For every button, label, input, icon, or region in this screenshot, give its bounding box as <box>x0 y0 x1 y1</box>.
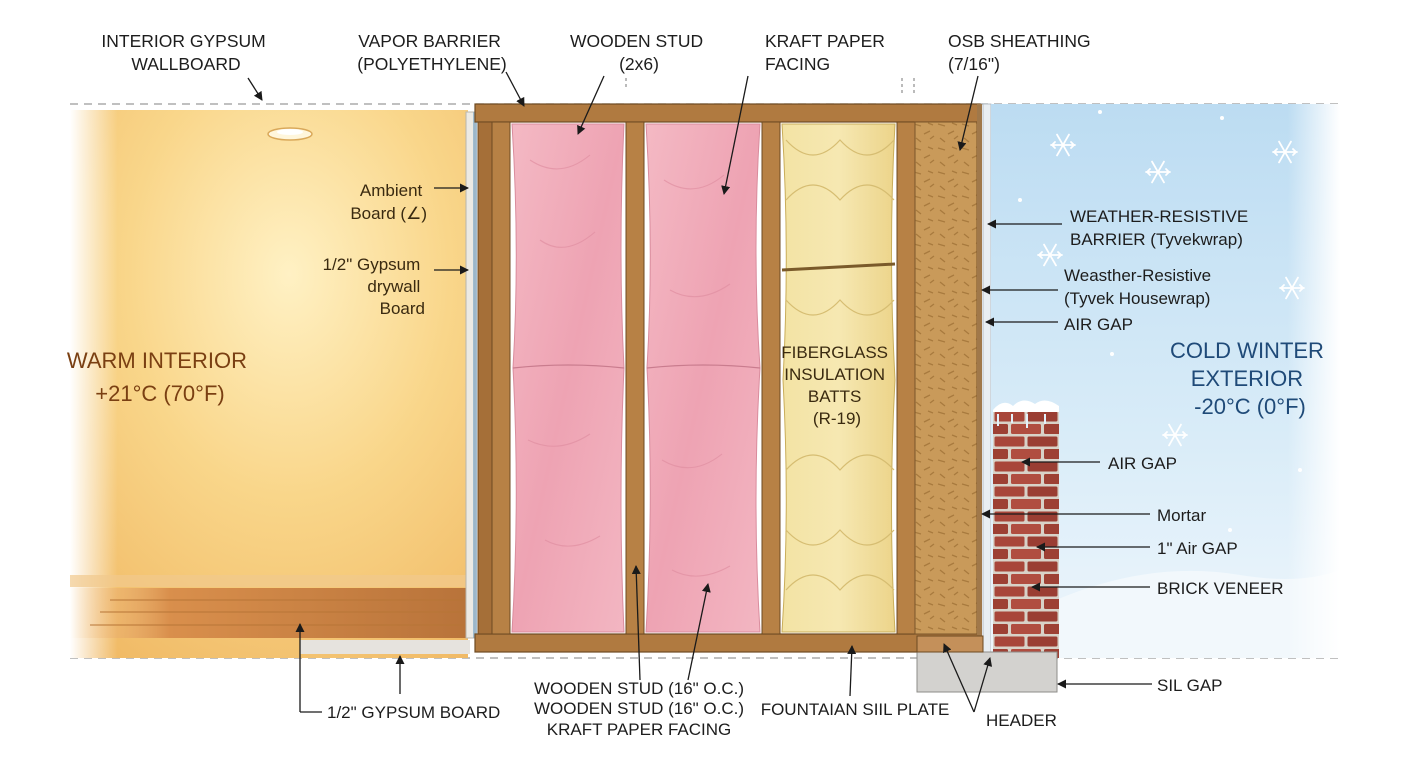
ceiling-light-icon <box>267 127 313 141</box>
label-wrb-caps: WEATHER-RESISTIVE BARRIER (Tyvekwrap) <box>1070 207 1253 249</box>
label-warm-interior: WARM INTERIOR +21°C (70°F) <box>67 348 253 406</box>
label-mortar: Mortar <box>1157 506 1206 525</box>
warm-interior-room <box>70 110 470 658</box>
label-stud-oc-1: WOODEN STUD (16" O.C.) <box>534 679 744 698</box>
label-one-inch-air-gap: 1" Air GAP <box>1157 539 1238 558</box>
top-labels: INTERIOR GYPSUM WALLBOARD VAPOR BARRIER … <box>101 31 1096 74</box>
label-air-gap-2: AIR GAP <box>1108 454 1177 473</box>
center-labels: FIBERGLASS INSULATION BATTS (R-19) <box>781 343 893 428</box>
leader-lines <box>247 71 1152 713</box>
left-labels: Ambient Board (∠) 1/2" Gypsum drywall Bo… <box>67 181 427 406</box>
label-kraft-paper-top: KRAFT PAPER FACING <box>765 31 890 74</box>
pink-insulation-batts <box>511 123 761 633</box>
label-vapor-barrier: VAPOR BARRIER (POLYETHYLENE) <box>357 31 506 74</box>
snowflake-icon <box>1018 110 1305 532</box>
label-half-gypsum-drywall: 1/2" Gypsum drywall Board <box>323 255 425 318</box>
label-wooden-stud-top: WOODEN STUD (2x6) <box>570 31 708 74</box>
label-ambient-board: Ambient Board (∠) <box>350 181 427 223</box>
label-header: HEADER <box>986 711 1057 730</box>
label-kraft-paper-bottom: KRAFT PAPER FACING <box>547 720 732 739</box>
brick-veneer <box>993 400 1059 658</box>
right-labels: WEATHER-RESISTIVE BARRIER (Tyvekwrap) We… <box>1064 207 1330 695</box>
label-fiberglass-batts: FIBERGLASS INSULATION BATTS (R-19) <box>781 343 893 428</box>
label-half-gypsum-board: 1/2" GYPSUM BOARD <box>327 703 500 722</box>
label-interior-gypsum: INTERIOR GYPSUM WALLBOARD <box>101 31 270 74</box>
label-sill-plate: FOUNTAIAN SIIL PLATE <box>761 700 950 719</box>
label-air-gap-1: AIR GAP <box>1064 315 1133 334</box>
label-stud-oc-2: WOODEN STUD (16" O.C.) <box>534 699 744 718</box>
label-brick-veneer: BRICK VENEER <box>1157 579 1284 598</box>
label-wrb-housewrap: Weasther-Resistive (Tyvek Housewrap) <box>1064 266 1216 308</box>
wood-framing <box>474 103 981 653</box>
label-sil-gap: SIL GAP <box>1157 676 1223 695</box>
label-osb-sheathing: OSB SHEATHING (7/16") <box>948 31 1096 74</box>
osb-sheathing <box>914 103 992 653</box>
label-cold-exterior: COLD WINTER EXTERIOR -20°C (0°F) <box>1170 338 1330 419</box>
bottom-labels: 1/2" GYPSUM BOARD WOODEN STUD (16" O.C.)… <box>327 679 1057 739</box>
fiberglass-insulation <box>781 123 896 633</box>
drywall-layer <box>465 111 477 639</box>
